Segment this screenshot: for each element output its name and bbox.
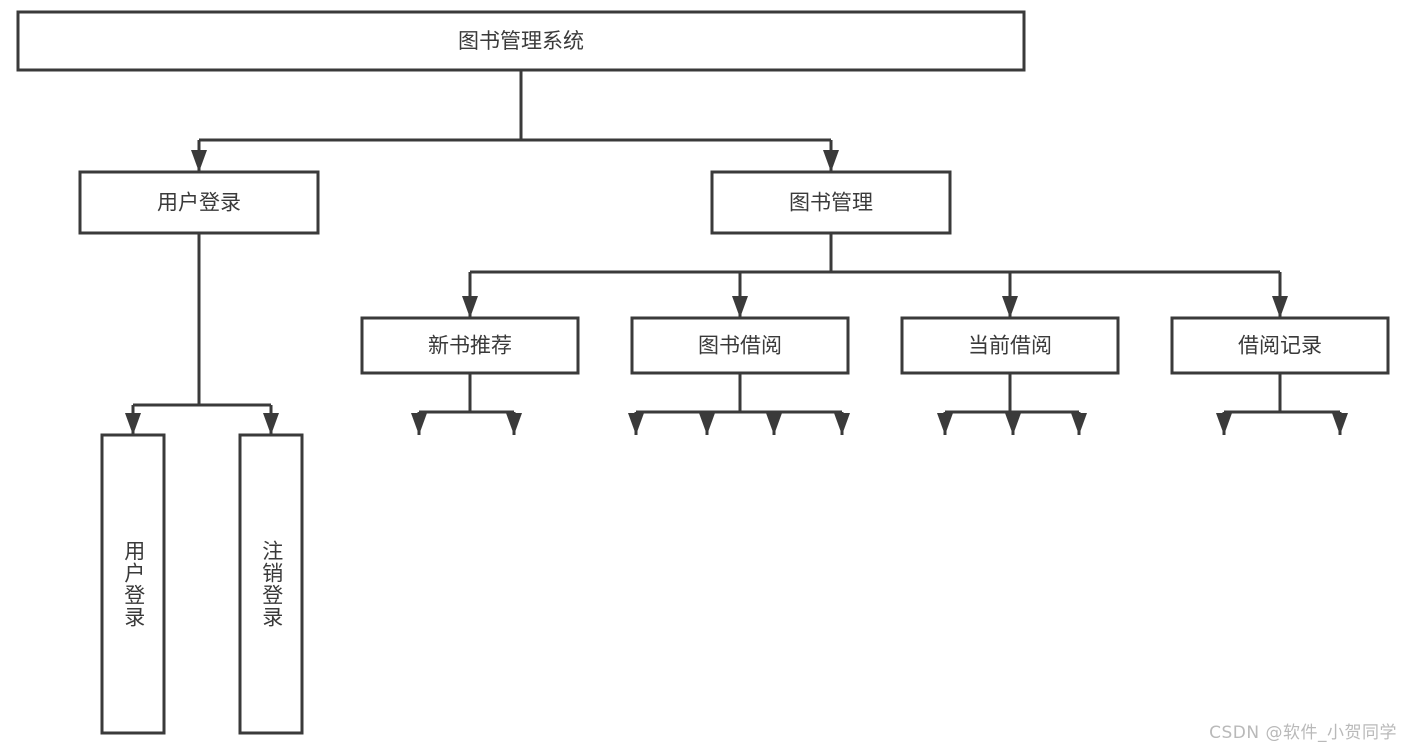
arrow-head-icon <box>125 413 141 435</box>
node-label: 新书推荐 <box>428 334 512 358</box>
arrow-head-icon <box>834 413 850 435</box>
node-label: 图书管理系统 <box>458 29 584 53</box>
arrow-head-icon <box>1005 413 1021 435</box>
box-layer <box>16 10 1390 735</box>
node-box-node-用户登录[interactable] <box>78 170 320 235</box>
node-box-node-图书管理[interactable] <box>710 170 952 235</box>
node-box-node-图书借阅[interactable] <box>630 316 850 375</box>
arrow-head-icon <box>823 150 839 172</box>
arrow-head-icon <box>1332 413 1348 435</box>
node-label: 当前借阅 <box>968 334 1052 358</box>
arrow-head-icon <box>411 413 427 435</box>
arrow-head-icon <box>506 413 522 435</box>
arrow-head-icon <box>766 413 782 435</box>
node-box-node-当前借阅[interactable] <box>900 316 1120 375</box>
arrow-head-icon <box>191 150 207 172</box>
node-box-node-图书管理系统[interactable] <box>16 10 1026 72</box>
arrow-head-icon <box>1002 296 1018 318</box>
arrow-head-icon <box>1272 296 1288 318</box>
arrow-head-icon <box>263 413 279 435</box>
arrow-head-icon <box>462 296 478 318</box>
arrow-head-icon <box>1071 413 1087 435</box>
node-label: 图书管理 <box>789 191 873 215</box>
node-box-node-新书推荐[interactable] <box>360 316 580 375</box>
arrow-head-icon <box>1216 413 1232 435</box>
node-label: 用户登录 <box>157 191 241 215</box>
arrow-head-icon <box>732 296 748 318</box>
connector-layer <box>125 70 1348 435</box>
node-box-node-用户登录[interactable] <box>100 433 166 735</box>
node-box-node-注销登录[interactable] <box>238 433 304 735</box>
node-label: 图书借阅 <box>698 334 782 358</box>
arrow-head-icon <box>628 413 644 435</box>
arrow-head-icon <box>937 413 953 435</box>
arrow-head-icon <box>699 413 715 435</box>
node-label: 借阅记录 <box>1238 334 1322 358</box>
node-box-node-借阅记录[interactable] <box>1170 316 1390 375</box>
